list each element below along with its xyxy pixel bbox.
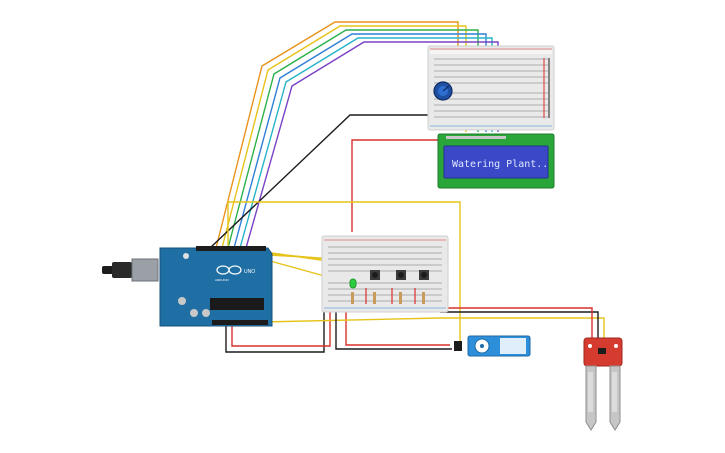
wire-black-bottom[interactable] — [225, 310, 325, 353]
wire-black-sensor[interactable] — [440, 311, 599, 340]
wire-red-servo[interactable] — [345, 300, 450, 346]
arduino-logo: UNO ARDUINO — [215, 265, 255, 282]
push-button-1[interactable] — [370, 270, 380, 280]
lcd-display[interactable]: Watering Plant.. — [437, 133, 555, 189]
digital-header[interactable] — [196, 246, 266, 251]
push-button-3[interactable] — [419, 270, 429, 280]
brand-label: ARDUINO — [215, 278, 230, 282]
breadboard-top-holes — [434, 58, 548, 118]
breadboard-top[interactable] — [427, 45, 555, 131]
lcd-text: Watering Plant.. — [452, 159, 548, 170]
wire-red-lcd[interactable] — [351, 139, 440, 232]
wire-red-bottom[interactable] — [231, 310, 331, 347]
usb-cable — [102, 266, 114, 274]
green-led[interactable] — [349, 278, 357, 289]
reset-button[interactable] — [183, 253, 189, 259]
usb-port — [131, 258, 159, 282]
wire-black-servo[interactable] — [335, 310, 452, 350]
lcd-pins — [446, 136, 506, 139]
capacitor-2 — [190, 309, 198, 317]
wire-orange[interactable] — [215, 21, 459, 249]
uno-label: UNO — [244, 269, 255, 275]
atmega-chip — [210, 298, 264, 310]
wire-yellow-loop[interactable] — [227, 201, 461, 345]
resistors — [351, 292, 425, 304]
potentiometer[interactable] — [433, 81, 453, 101]
breadboard-bottom-holes — [328, 246, 442, 302]
wire-yellow-sensor[interactable] — [261, 317, 605, 340]
capacitor-3 — [202, 309, 210, 317]
breadboard-bottom[interactable] — [321, 235, 449, 313]
capacitor-1 — [178, 297, 186, 305]
servo-connector — [454, 341, 462, 351]
push-button-2[interactable] — [396, 270, 406, 280]
usb-plug — [112, 262, 132, 278]
wire-red-sensor[interactable] — [440, 307, 593, 340]
arduino-uno[interactable]: UNO ARDUINO — [102, 246, 273, 327]
soil-moisture-sensor[interactable] — [583, 337, 623, 431]
analog-header[interactable] — [212, 320, 268, 325]
servo-motor[interactable] — [454, 335, 531, 357]
